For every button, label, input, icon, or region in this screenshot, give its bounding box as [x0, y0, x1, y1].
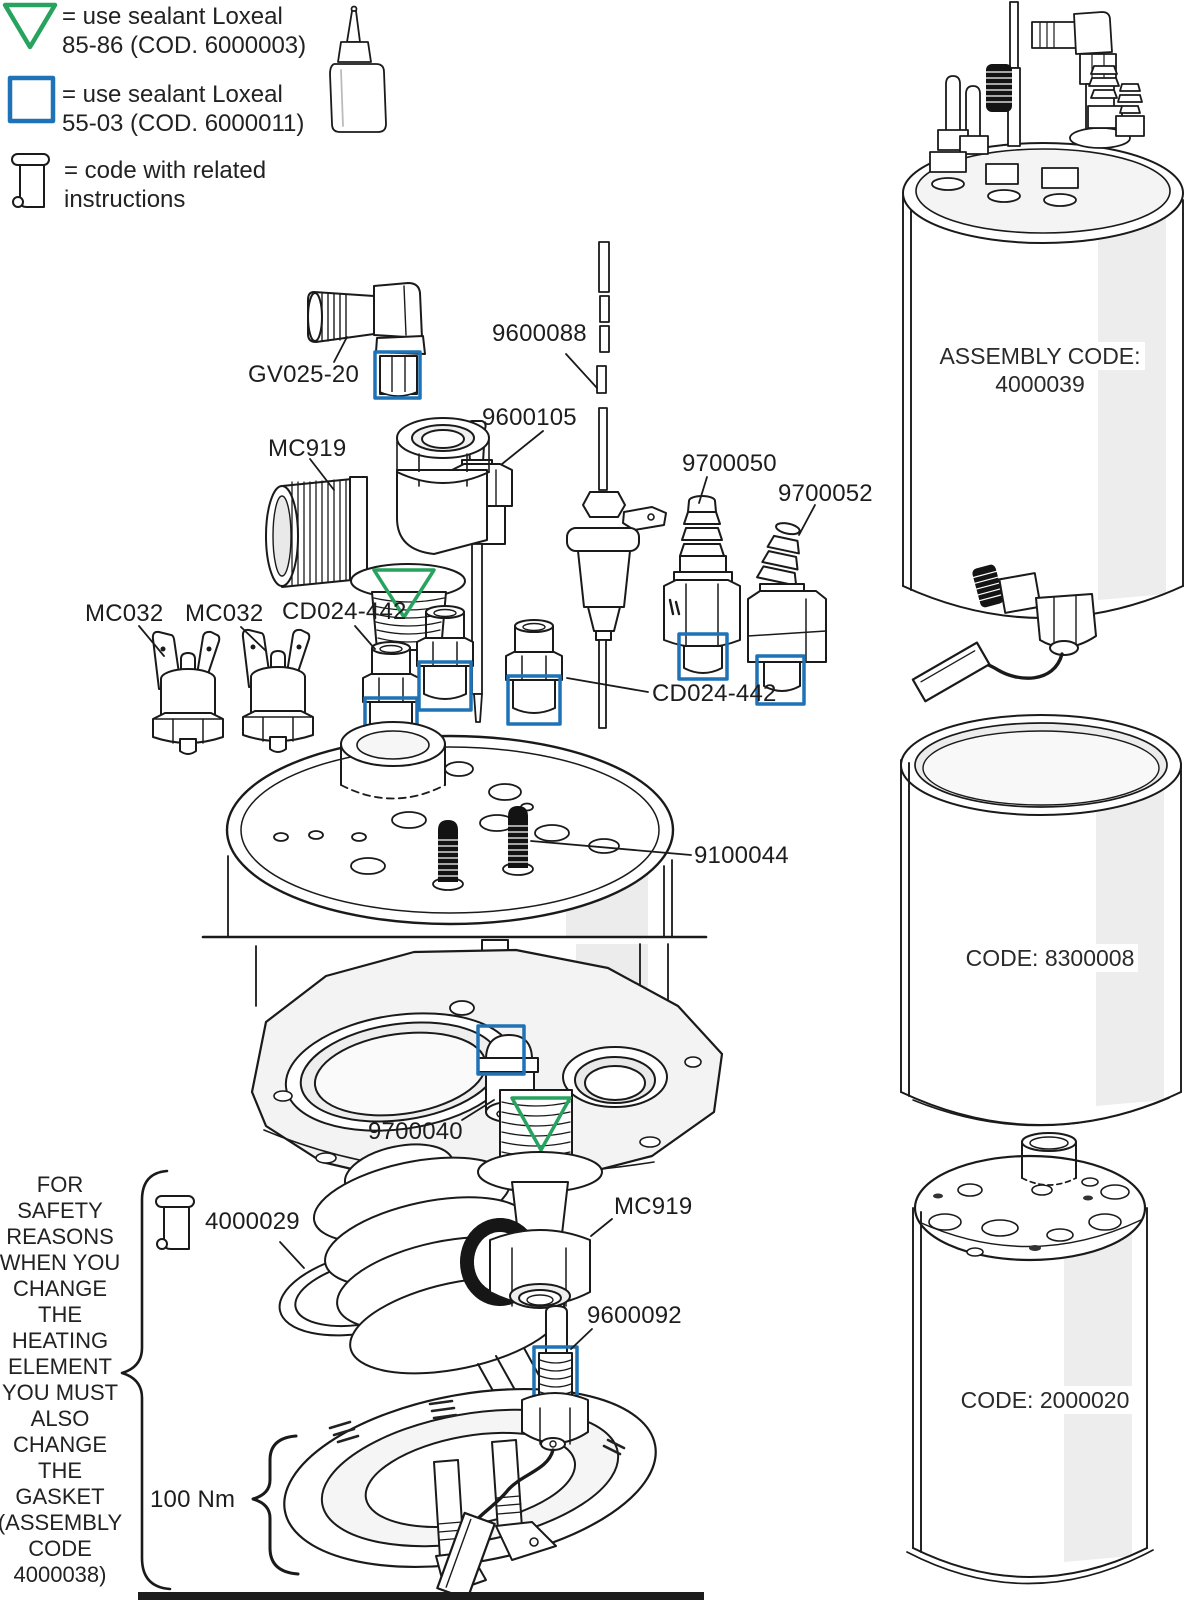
bottom-cylinder-code-block: CODE: 2000020 — [925, 1386, 1165, 1414]
scroll-icon — [11, 153, 50, 208]
sealant-bottle-illustration — [329, 5, 387, 133]
safety-note: FOR SAFETY REASONS WHEN YOU CHANGE THE H… — [0, 1172, 123, 1587]
instructions-scroll-icon — [155, 1195, 195, 1250]
part-mc919-bottom — [460, 1089, 603, 1309]
part-mc032-thermostat-right — [241, 628, 314, 753]
legend-item-instructions: = code with related instructions — [64, 157, 267, 213]
green-triangle-icon — [2, 2, 58, 50]
label-mc919-top: MC919 — [268, 435, 347, 462]
part-9700050-hose-fitting — [663, 495, 741, 681]
boiler-bottom-sensor — [911, 564, 1097, 703]
label-9100044: 9100044 — [694, 842, 789, 869]
part-cd024-442-fitting-c — [505, 619, 563, 726]
assembled-boiler-illustration — [902, 1, 1184, 703]
label-torque-100nm: 100 Nm — [150, 1486, 236, 1513]
legend-item-sealant-55-03: = use sealant Loxeal 55-03 (COD. 6000011… — [62, 81, 305, 137]
green-triangle-mark — [510, 1096, 572, 1152]
label-cd024-442-left: CD024-442 — [282, 598, 407, 625]
stud-9100044-left — [437, 820, 459, 882]
part-gv025-20-elbow — [307, 282, 426, 400]
part-mc032-thermostat-left — [151, 630, 224, 755]
label-cd024-442-right: CD024-442 — [652, 680, 777, 707]
flange-underside — [250, 939, 724, 1188]
middle-cylinder-code: CODE: 8300008 — [961, 944, 1139, 972]
blue-square-icon — [7, 75, 56, 124]
cylinder-top-collar — [1021, 1132, 1077, 1186]
label-gv025-20: GV025-20 — [248, 361, 360, 388]
bottom-crop-bar — [138, 1592, 704, 1600]
outer-cylinder-illustration — [906, 1132, 1154, 1585]
label-mc032-right: MC032 — [185, 600, 264, 627]
label-mc032-left: MC032 — [85, 600, 164, 627]
label-4000029: 4000029 — [205, 1208, 300, 1235]
bottom-cylinder-code: CODE: 2000020 — [956, 1386, 1134, 1414]
label-9600105: 9600105 — [482, 404, 577, 431]
label-mc919-bottom: MC919 — [614, 1193, 693, 1220]
assembly-code-label: ASSEMBLY CODE: — [935, 342, 1145, 370]
label-9600092: 9600092 — [587, 1302, 682, 1329]
boiler-top-plate — [225, 721, 675, 937]
legend-item-sealant-85-86: = use sealant Loxeal 85-86 (COD. 6000003… — [62, 3, 307, 59]
part-9600092-probe — [521, 1305, 589, 1451]
torque-brace — [251, 1434, 300, 1576]
assembly-code-value: 4000039 — [991, 370, 1089, 398]
part-9600088-electrode — [596, 241, 610, 394]
assembly-code-block: ASSEMBLY CODE: 4000039 — [920, 342, 1160, 398]
label-9700040: 9700040 — [368, 1118, 463, 1145]
insulation-shell-illustration — [900, 714, 1182, 1127]
part-cd024-442-fitting-b — [416, 605, 474, 712]
green-triangle-mark — [372, 568, 436, 619]
leader-lines — [138, 336, 816, 1350]
stud-9100044-right — [507, 806, 529, 868]
middle-cylinder-code-block: CODE: 8300008 — [930, 944, 1170, 972]
label-9600088: 9600088 — [492, 320, 587, 347]
part-9700052-hose-fitting — [747, 522, 827, 706]
label-9700050: 9700050 — [682, 450, 777, 477]
label-9700052: 9700052 — [778, 480, 873, 507]
safety-note-bracket — [120, 1169, 172, 1591]
